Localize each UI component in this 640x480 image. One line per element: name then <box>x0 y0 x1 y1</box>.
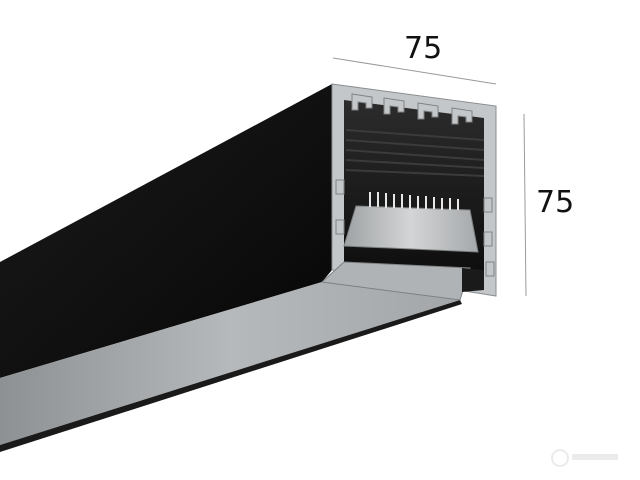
width-dimension-label: 75 <box>404 31 442 66</box>
top-slots <box>351 93 473 125</box>
height-dimension-label: 75 <box>536 185 574 220</box>
side-clips <box>335 179 495 277</box>
led-heatsink <box>343 205 479 253</box>
profile-side-face <box>0 84 332 378</box>
height-dimension-line <box>523 113 527 297</box>
width-dimension-line <box>332 57 497 85</box>
end-cap-diffuser <box>320 261 471 301</box>
watermark-icon <box>551 449 618 467</box>
bottom-rail <box>462 268 484 292</box>
inner-fins <box>345 129 485 177</box>
heatsink-fins <box>369 192 459 210</box>
diffuser-edge <box>0 300 462 452</box>
diffuser-strip <box>0 282 460 445</box>
dimension-lines <box>332 57 527 297</box>
end-cap-inner <box>344 100 484 284</box>
